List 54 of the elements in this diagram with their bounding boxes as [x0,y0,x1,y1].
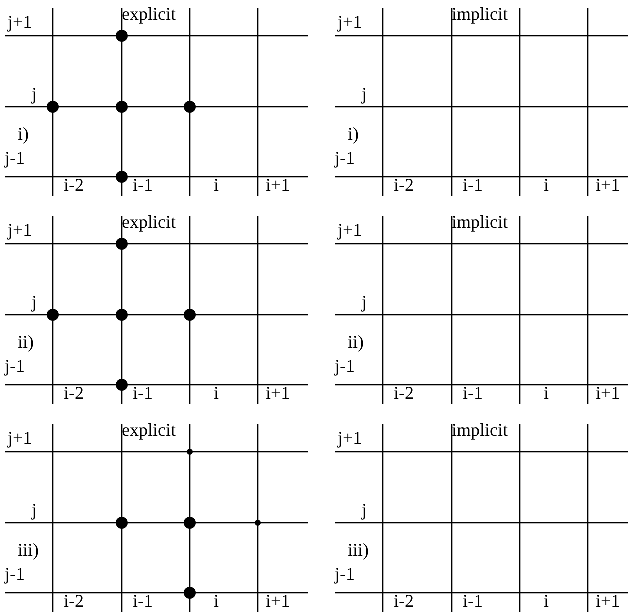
row-label: j-1 [335,356,355,376]
case-label: iii) [348,540,369,560]
column-label: i-2 [64,175,84,195]
row-label: j+1 [8,428,32,448]
scheme-title: implicit [452,420,508,440]
scheme-title: implicit [452,212,508,232]
row-label: j-1 [5,356,25,376]
row-label: j [362,500,368,520]
column-label: i [544,591,550,611]
row-label: j+1 [8,220,32,240]
scheme-title: explicit [122,4,176,24]
row-label: j [32,84,38,104]
row-label: j [362,84,368,104]
scheme-title: implicit [452,4,508,24]
column-label: i-1 [463,591,483,611]
column-label: i [214,591,220,611]
case-label: i) [18,124,29,144]
column-label: i-2 [64,383,84,403]
row-label: j [32,292,38,312]
column-label: i+1 [266,175,290,195]
scheme-title: explicit [122,212,176,232]
row-label: j+1 [338,220,362,240]
column-label: i-2 [394,591,414,611]
column-label: i-2 [394,175,414,195]
row-label: j+1 [338,428,362,448]
column-label: i+1 [266,591,290,611]
case-label: ii) [348,332,364,352]
row-label: j-1 [335,564,355,584]
column-label: i+1 [266,383,290,403]
case-label: ii) [18,332,34,352]
column-label: i-1 [133,383,153,403]
column-label: i+1 [596,591,620,611]
row-label: j-1 [335,148,355,168]
row-label: j [362,292,368,312]
row-label: j-1 [5,564,25,584]
row-label: j+1 [338,12,362,32]
row-label: j+1 [8,12,32,32]
column-label: i [214,175,220,195]
column-label: i-2 [394,383,414,403]
column-label: i-1 [133,175,153,195]
case-label: iii) [18,540,39,560]
column-label: i-2 [64,591,84,611]
row-label: j [32,500,38,520]
column-label: i+1 [596,175,620,195]
case-label: i) [348,124,359,144]
column-label: i [544,383,550,403]
scheme-title: explicit [122,420,176,440]
column-label: i-1 [133,591,153,611]
column-label: i-1 [463,175,483,195]
row-label: j-1 [5,148,25,168]
column-label: i [544,175,550,195]
column-label: i [214,383,220,403]
column-label: i-1 [463,383,483,403]
column-label: i+1 [596,383,620,403]
